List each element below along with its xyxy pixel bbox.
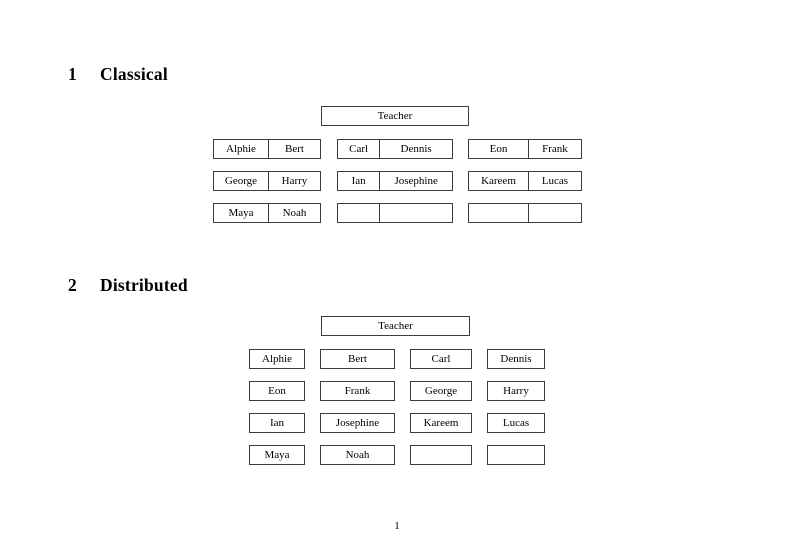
- student-box: Bert: [320, 349, 395, 369]
- student-box: Josephine: [320, 413, 395, 433]
- classical-group3-row1: Eon Frank: [468, 139, 582, 159]
- page-number: 1: [394, 520, 400, 532]
- student-cell-empty: [469, 204, 528, 222]
- student-box: George: [410, 381, 472, 401]
- section-number: 1: [68, 64, 77, 84]
- student-box: Dennis: [487, 349, 545, 369]
- section-title: Classical: [100, 64, 168, 84]
- student-cell: Noah: [267, 204, 320, 222]
- student-cell: Bert: [267, 140, 320, 158]
- classical-teacher-label: Teacher: [377, 109, 413, 122]
- student-cell: Lucas: [527, 172, 581, 190]
- student-cell: Alphie: [226, 142, 256, 155]
- student-box: Harry: [487, 381, 545, 401]
- classical-group2-row2: Ian Josephine: [337, 171, 453, 191]
- classical-teacher-box: Teacher: [321, 106, 469, 126]
- student-cell-empty: [338, 204, 379, 222]
- classical-group1-row1: Alphie Bert: [213, 139, 321, 159]
- classical-group2-row3: [337, 203, 453, 223]
- section-heading-classical: 1 Classical: [68, 64, 168, 85]
- student-cell-empty: [379, 204, 452, 222]
- student-box-empty: [487, 445, 545, 465]
- student-cell-empty: [527, 204, 581, 222]
- student-box: Carl: [410, 349, 472, 369]
- classical-group3-row2: Kareem Lucas: [468, 171, 582, 191]
- section-heading-distributed: 2 Distributed: [68, 275, 188, 296]
- student-box: Frank: [320, 381, 395, 401]
- classical-group1-row2: George Harry: [213, 171, 321, 191]
- section-number: 2: [68, 275, 77, 295]
- student-box: Alphie: [249, 349, 305, 369]
- student-cell: Harry: [267, 172, 320, 190]
- student-box: Kareem: [410, 413, 472, 433]
- student-cell: George: [224, 174, 258, 187]
- student-cell: Eon: [489, 142, 508, 155]
- student-box: Noah: [320, 445, 395, 465]
- student-cell: Ian: [351, 174, 366, 187]
- distributed-teacher-box: Teacher: [321, 316, 470, 336]
- student-cell: Frank: [527, 140, 581, 158]
- student-cell: Kareem: [481, 174, 516, 187]
- student-box: Lucas: [487, 413, 545, 433]
- classical-group2-row1: Carl Dennis: [337, 139, 453, 159]
- classical-group1-row3: Maya Noah: [213, 203, 321, 223]
- student-box-empty: [410, 445, 472, 465]
- section-title: Distributed: [100, 275, 188, 295]
- student-cell: Maya: [228, 206, 254, 219]
- classical-group3-row3: [468, 203, 582, 223]
- student-cell: Josephine: [379, 172, 452, 190]
- distributed-teacher-label: Teacher: [378, 319, 413, 332]
- student-box: Maya: [249, 445, 305, 465]
- student-cell: Carl: [349, 142, 369, 155]
- student-box: Eon: [249, 381, 305, 401]
- student-box: Ian: [249, 413, 305, 433]
- student-cell: Dennis: [379, 140, 452, 158]
